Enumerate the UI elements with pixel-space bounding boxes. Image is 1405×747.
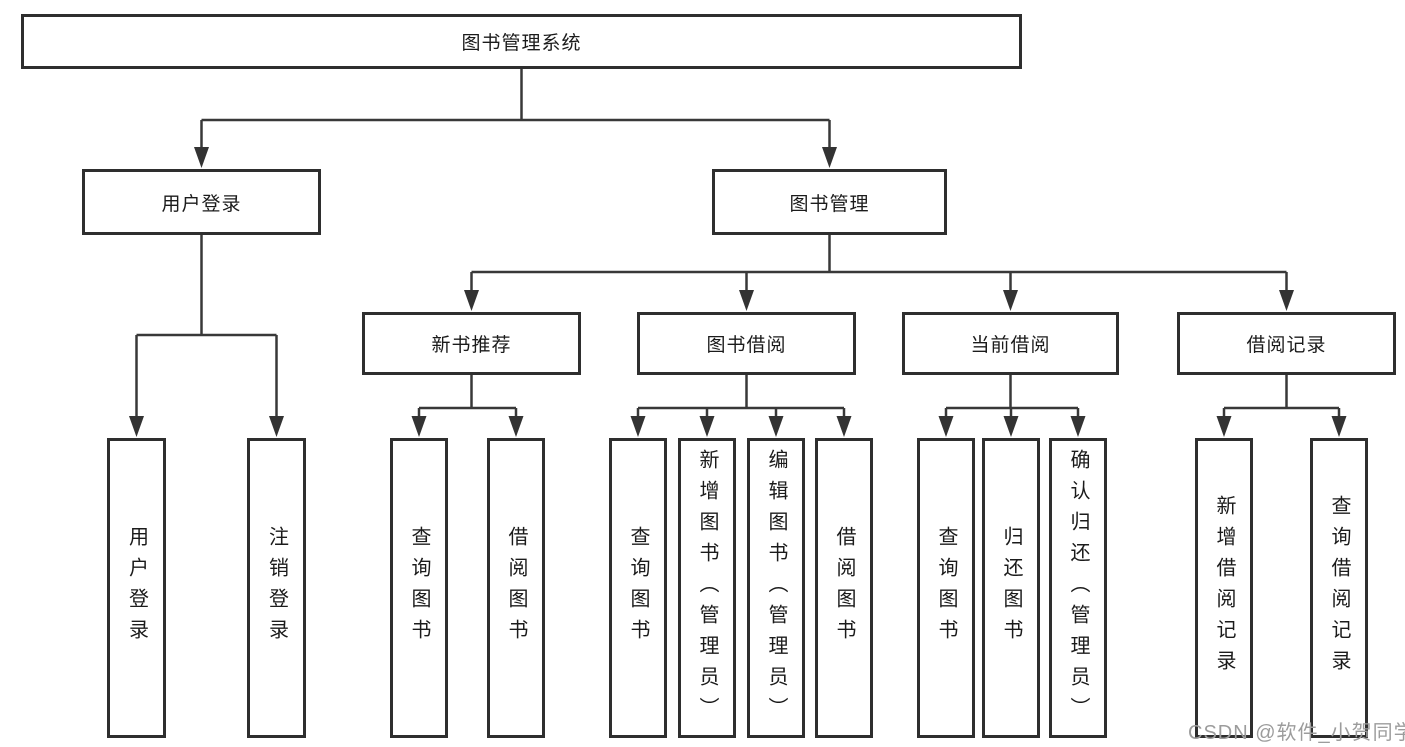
leaf-label: 查询借阅记录 xyxy=(1328,495,1350,681)
leaf-borrowing-borrow-books: 借阅图书 xyxy=(815,438,873,738)
leaf-recommend-query-books: 查询图书 xyxy=(390,438,448,738)
leaf-recommend-borrow-books: 借阅图书 xyxy=(487,438,545,738)
leaf-return-books: 归还图书 xyxy=(982,438,1040,738)
node-borrowing-records: 借阅记录 xyxy=(1177,312,1396,375)
leaf-query-borrowing-record: 查询借阅记录 xyxy=(1310,438,1368,738)
csdn-watermark: CSDN @软件_小贺同学 xyxy=(1188,722,1405,744)
leaf-label: 新增图书（管理员） xyxy=(696,448,718,728)
leaf-label: 借阅图书 xyxy=(505,526,527,650)
leaf-label: 注销登录 xyxy=(265,526,288,650)
node-label: 当前借阅 xyxy=(970,335,1051,356)
leaf-logout: 注销登录 xyxy=(247,438,306,738)
node-current-borrowing: 当前借阅 xyxy=(902,312,1119,375)
leaf-label: 查询图书 xyxy=(935,526,957,650)
leaf-label: 新增借阅记录 xyxy=(1213,495,1235,681)
node-new-book-recommendation: 新书推荐 xyxy=(362,312,581,375)
node-book-borrowing: 图书借阅 xyxy=(637,312,856,375)
leaf-user-login: 用户登录 xyxy=(107,438,166,738)
leaf-label: 借阅图书 xyxy=(833,526,855,650)
leaf-add-borrowing-record: 新增借阅记录 xyxy=(1195,438,1253,738)
node-user-login: 用户登录 xyxy=(82,169,321,235)
leaf-label: 用户登录 xyxy=(125,526,148,650)
node-label: 借阅记录 xyxy=(1246,335,1327,356)
node-label: 图书管理系统 xyxy=(461,33,582,54)
leaf-label: 查询图书 xyxy=(627,526,649,650)
leaf-add-books-admin: 新增图书（管理员） xyxy=(678,438,736,738)
node-library-management-system: 图书管理系统 xyxy=(21,14,1022,69)
leaf-label: 编辑图书（管理员） xyxy=(765,448,787,728)
node-label: 用户登录 xyxy=(161,193,242,215)
node-label: 新书推荐 xyxy=(431,335,512,356)
leaf-edit-books-admin: 编辑图书（管理员） xyxy=(747,438,805,738)
leaf-label: 确认归还（管理员） xyxy=(1067,448,1089,728)
node-book-management: 图书管理 xyxy=(712,169,947,235)
node-label: 图书借阅 xyxy=(706,335,787,356)
leaf-current-query-books: 查询图书 xyxy=(917,438,975,738)
leaf-borrowing-query-books: 查询图书 xyxy=(609,438,667,738)
leaf-confirm-return-admin: 确认归还（管理员） xyxy=(1049,438,1107,738)
node-label: 图书管理 xyxy=(789,193,870,215)
leaf-label: 查询图书 xyxy=(408,526,430,650)
leaf-label: 归还图书 xyxy=(1000,526,1022,650)
